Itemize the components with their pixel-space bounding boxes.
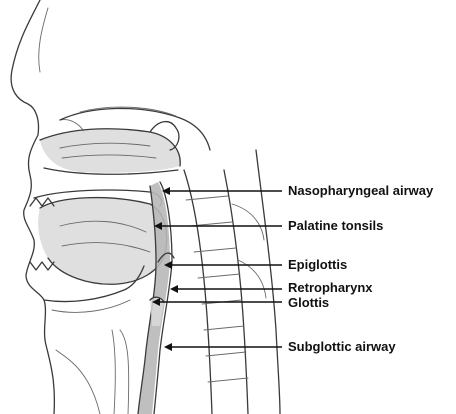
- label-palatine-tonsils: Palatine tonsils: [288, 218, 383, 233]
- cervical-spine: [184, 170, 266, 414]
- subglottic-arrowhead: [164, 343, 172, 351]
- label-subglottic-airway: Subglottic airway: [288, 339, 396, 354]
- nasal-cavity: [40, 122, 180, 175]
- label-glottis: Glottis: [288, 295, 329, 310]
- labels: Nasopharyngeal airway Palatine tonsils E…: [288, 183, 434, 354]
- oral-cavity: [30, 190, 167, 284]
- label-retropharynx: Retropharynx: [288, 280, 373, 295]
- label-nasopharyngeal-airway: Nasopharyngeal airway: [288, 183, 434, 198]
- label-epiglottis: Epiglottis: [288, 257, 347, 272]
- retropharynx-arrowhead: [170, 285, 178, 293]
